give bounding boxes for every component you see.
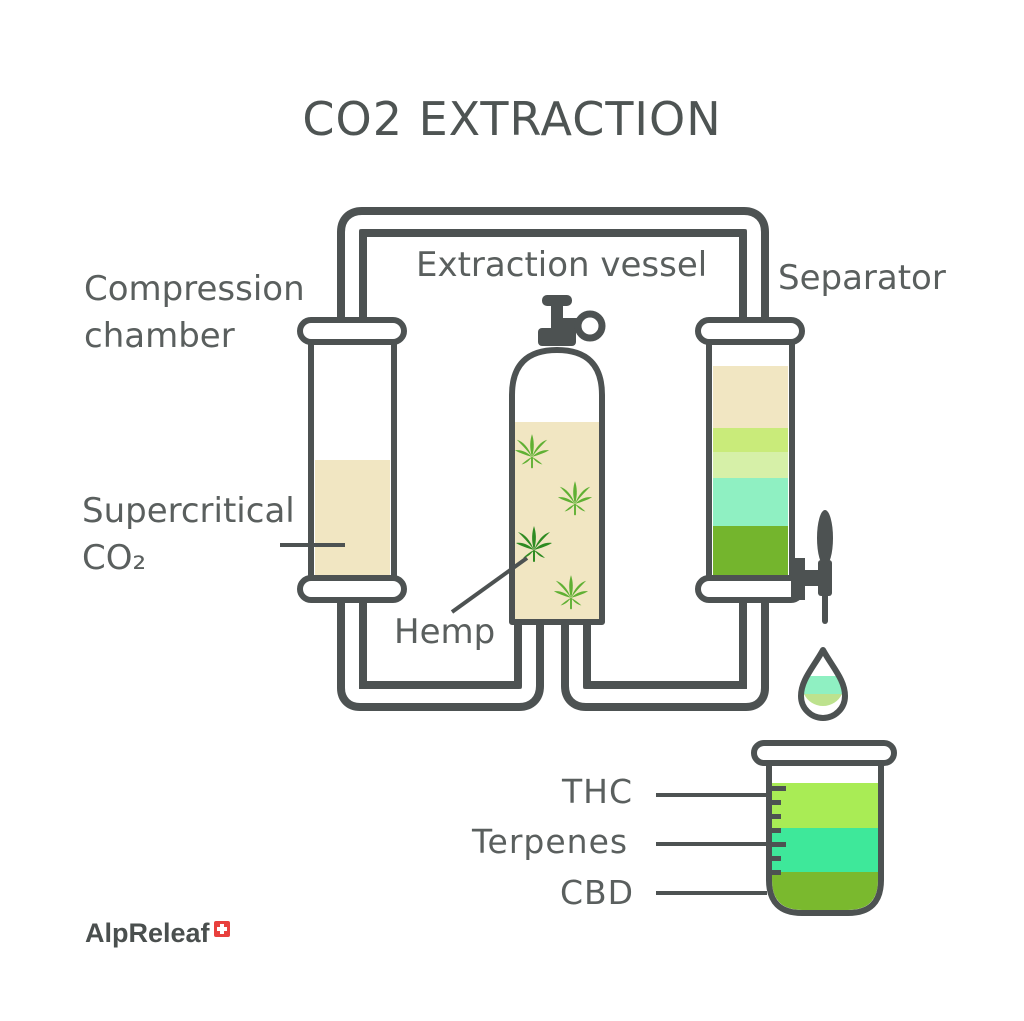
supercritical-label-line2: CO₂ (82, 538, 147, 578)
separator-tap-icon (791, 510, 833, 624)
beaker (751, 740, 897, 916)
hemp-leader-line (450, 556, 529, 614)
extraction-vessel (509, 295, 606, 625)
compression-chamber-label-line1: Compression (84, 269, 305, 309)
terpenes-label: Terpenes (472, 822, 629, 861)
brand-logo: AlpReleaf (85, 918, 230, 949)
thc-label: THC (562, 772, 634, 811)
separator-label: Separator (778, 258, 946, 298)
separator-column (695, 317, 805, 603)
swiss-cross-icon (213, 920, 230, 937)
drop-icon (798, 647, 848, 721)
supercritical-co2-fill (315, 460, 390, 576)
hemp-label: Hemp (394, 612, 496, 652)
compression-chamber-label-line2: chamber (84, 316, 235, 356)
supercritical-co2-label: Supercritical CO₂ (82, 488, 295, 582)
diagram-title: CO2 EXTRACTION (302, 92, 722, 146)
brand-name: AlpReleaf (85, 918, 210, 948)
extraction-vessel-label: Extraction vessel (416, 245, 708, 285)
supercritical-label-line1: Supercritical (82, 491, 295, 531)
compression-chamber-label: Compression chamber (84, 266, 305, 360)
cbd-label: CBD (560, 873, 635, 912)
compression-chamber (297, 317, 407, 603)
